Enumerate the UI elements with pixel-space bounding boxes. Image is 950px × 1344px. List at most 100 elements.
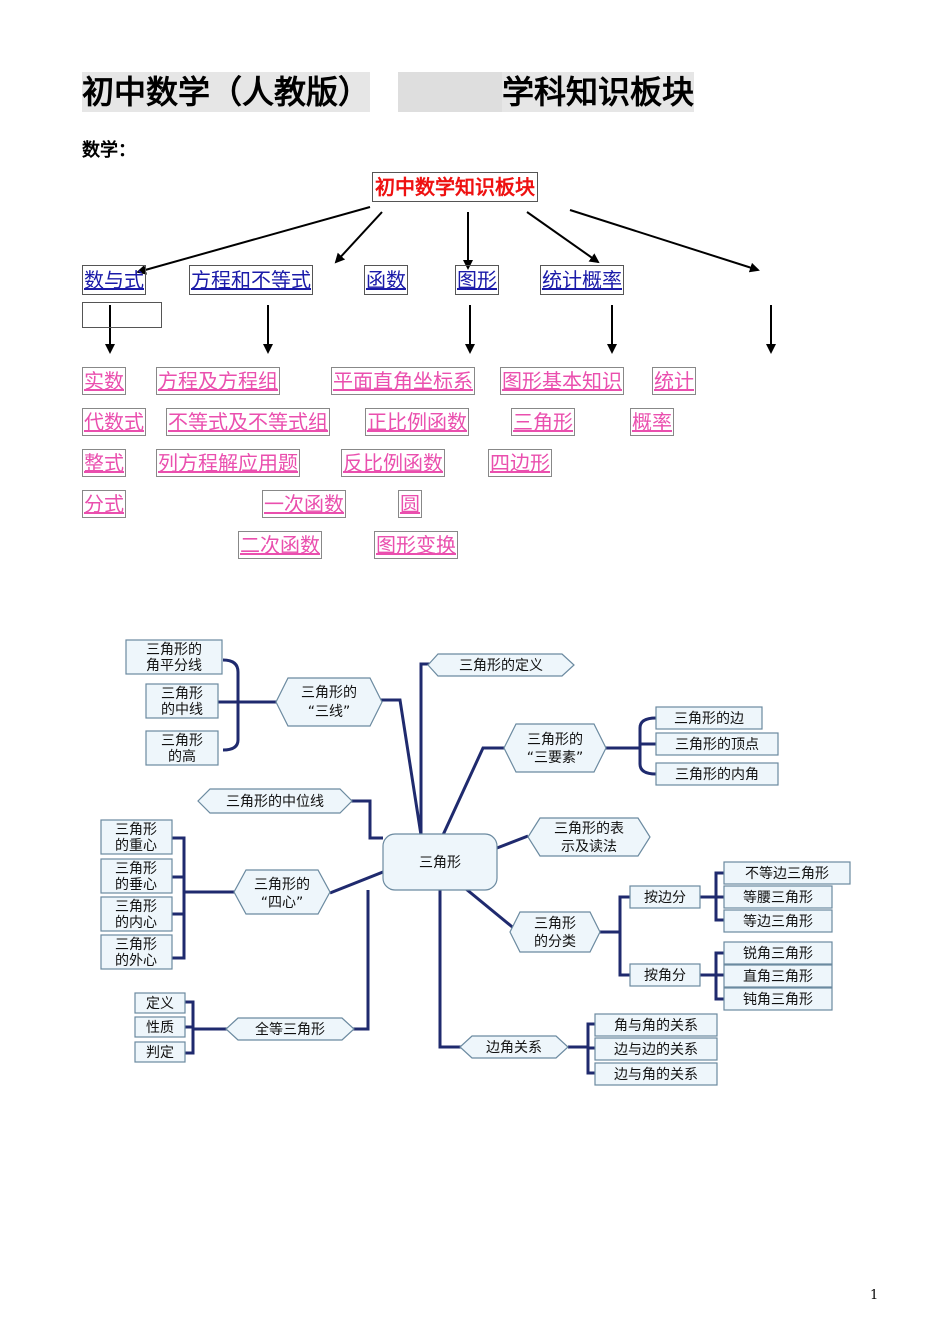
mm-zhongweixian xyxy=(197,788,353,814)
category-fangcheng[interactable]: 方程和不等式 xyxy=(189,265,313,295)
topic-shishu[interactable]: 实数 xyxy=(82,367,126,395)
topic-yici[interactable]: 一次函数 xyxy=(262,490,346,518)
svg-text:“三要素”: “三要素” xyxy=(527,750,584,766)
svg-text:性质: 性质 xyxy=(146,1020,174,1036)
arrow-root-to-empty xyxy=(569,209,760,273)
mm-angle-leaf-1 xyxy=(723,941,833,965)
title-left: 初中数学（人教版） xyxy=(82,72,371,112)
mm-sanxian-leaf-3 xyxy=(145,730,219,766)
empty-box xyxy=(82,302,162,328)
topic-erci[interactable]: 二次函数 xyxy=(238,531,322,559)
svg-text:三角形: 三角形 xyxy=(115,822,157,838)
svg-text:三角形的表: 三角形的表 xyxy=(554,821,624,837)
topic-tuxing-jiben[interactable]: 图形基本知识 xyxy=(500,367,624,395)
mm-side-leaf-2 xyxy=(723,885,833,909)
svg-text:三角形的: 三角形的 xyxy=(146,642,202,658)
topic-sanjiaoxing[interactable]: 三角形 xyxy=(511,408,575,436)
mm-fenlei-by-angle xyxy=(629,963,701,987)
mm-bianjiao-leaf-2 xyxy=(594,1037,718,1061)
mm-quandeng-leaf-1 xyxy=(134,992,186,1014)
svg-text:判定: 判定 xyxy=(146,1045,174,1061)
svg-text:三角形的边: 三角形的边 xyxy=(674,711,744,727)
mm-sixin-leaf-4 xyxy=(100,934,173,970)
svg-text:全等三角形: 全等三角形 xyxy=(255,1021,325,1038)
svg-text:三角形的内角: 三角形的内角 xyxy=(675,767,759,783)
mm-sixin-leaf-2 xyxy=(100,858,173,894)
svg-text:的外心: 的外心 xyxy=(115,953,157,969)
mm-fenlei-hub xyxy=(509,911,601,953)
mm-quandeng-hub xyxy=(225,1017,355,1041)
svg-text:三角形: 三角形 xyxy=(115,899,157,915)
arrow-root-to-tongji xyxy=(526,211,600,264)
svg-text:边与边的关系: 边与边的关系 xyxy=(614,1042,698,1058)
svg-text:的垂心: 的垂心 xyxy=(115,877,157,893)
svg-text:三角形: 三角形 xyxy=(161,733,203,749)
mm-quandeng-leaf-3 xyxy=(134,1041,186,1063)
mm-biaoshi xyxy=(527,817,651,857)
topic-zhengbili[interactable]: 正比例函数 xyxy=(365,408,469,436)
category-tongji[interactable]: 统计概率 xyxy=(540,265,624,295)
svg-text:角平分线: 角平分线 xyxy=(146,658,202,674)
mm-sanyaosu-leaf-1 xyxy=(655,706,763,730)
svg-text:“三线”: “三线” xyxy=(308,704,351,720)
topic-fanbili[interactable]: 反比例函数 xyxy=(341,449,445,477)
title-highlight-gap xyxy=(398,72,502,112)
title-right: 学科知识板块 xyxy=(502,72,695,112)
topic-yuan[interactable]: 圆 xyxy=(398,490,422,518)
svg-text:不等边三角形: 不等边三角形 xyxy=(745,865,829,882)
mm-sixin-hub xyxy=(233,869,331,915)
svg-text:三角形的中位线: 三角形的中位线 xyxy=(226,794,324,810)
svg-text:“四心”: “四心” xyxy=(261,895,304,911)
category-shu-yu-shi[interactable]: 数与式 xyxy=(82,265,146,295)
mm-quandeng-leaf-2 xyxy=(134,1016,186,1038)
svg-text:的中线: 的中线 xyxy=(161,702,203,718)
category-tuxing[interactable]: 图形 xyxy=(455,265,499,295)
topic-fenshi[interactable]: 分式 xyxy=(82,490,126,518)
svg-text:等腰三角形: 等腰三角形 xyxy=(743,889,813,906)
mm-side-leaf-3 xyxy=(723,909,833,933)
mm-sanyaosu-leaf-3 xyxy=(655,762,779,786)
svg-text:示及读法: 示及读法 xyxy=(561,838,617,855)
topic-zuobiao[interactable]: 平面直角坐标系 xyxy=(331,367,475,395)
svg-text:定义: 定义 xyxy=(146,996,174,1012)
topic-zhengshi[interactable]: 整式 xyxy=(82,449,126,477)
topic-budengshi[interactable]: 不等式及不等式组 xyxy=(166,408,330,436)
svg-text:直角三角形: 直角三角形 xyxy=(743,968,813,985)
topic-gailv[interactable]: 概率 xyxy=(630,408,674,436)
mindmap-connectors xyxy=(172,658,724,1075)
mm-bianjiao-leaf-1 xyxy=(594,1013,718,1037)
svg-text:锐角三角形: 锐角三角形 xyxy=(743,946,813,962)
mm-angle-leaf-2 xyxy=(723,964,833,988)
svg-text:三角形的顶点: 三角形的顶点 xyxy=(675,737,759,753)
svg-text:三角形的定义: 三角形的定义 xyxy=(459,658,543,674)
svg-text:的分类: 的分类 xyxy=(534,934,576,950)
mm-sanyaosu-leaf-2 xyxy=(655,732,779,756)
mm-center xyxy=(382,833,498,891)
mm-sixin-leaf-3 xyxy=(100,896,173,932)
svg-text:三角形的: 三角形的 xyxy=(301,685,357,701)
svg-text:的高: 的高 xyxy=(168,748,196,765)
svg-text:三角形: 三角形 xyxy=(534,916,576,932)
svg-text:三角形: 三角形 xyxy=(115,861,157,877)
svg-text:三角形: 三角形 xyxy=(161,686,203,702)
arrow-root-to-shuyushi xyxy=(136,206,371,275)
svg-text:边与角的关系: 边与角的关系 xyxy=(614,1067,698,1083)
topic-daishushi[interactable]: 代数式 xyxy=(82,408,146,436)
page-number: 1 xyxy=(870,1288,879,1303)
topic-yingyongti[interactable]: 列方程解应用题 xyxy=(156,449,300,477)
svg-text:三角形的: 三角形的 xyxy=(254,877,310,893)
svg-text:按边分: 按边分 xyxy=(644,890,686,906)
topic-tongji[interactable]: 统计 xyxy=(652,367,696,395)
mm-angle-leaf-3 xyxy=(723,987,833,1011)
topic-fangcheng-zu[interactable]: 方程及方程组 xyxy=(156,367,280,395)
mm-sanyaosu-hub xyxy=(503,723,607,773)
svg-text:角与角的关系: 角与角的关系 xyxy=(614,1018,698,1034)
topic-sibianxing[interactable]: 四边形 xyxy=(488,449,552,477)
topic-bianhuan[interactable]: 图形变换 xyxy=(374,531,458,559)
svg-text:的重心: 的重心 xyxy=(115,838,157,854)
category-hanshu[interactable]: 函数 xyxy=(364,265,408,295)
tree-arrows xyxy=(105,206,776,354)
svg-text:等边三角形: 等边三角形 xyxy=(743,913,813,930)
svg-text:按角分: 按角分 xyxy=(644,968,686,984)
mm-side-leaf-1 xyxy=(723,861,851,885)
